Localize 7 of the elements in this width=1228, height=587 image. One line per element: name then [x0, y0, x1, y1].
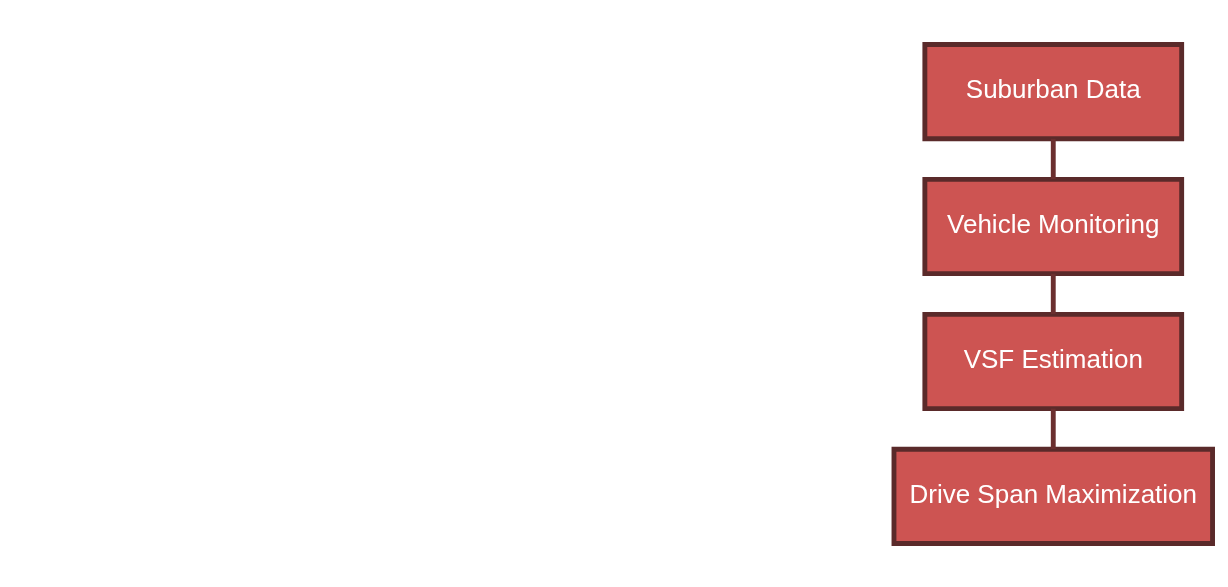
connector: [1050, 408, 1056, 449]
node-box: Suburban Data: [922, 41, 1185, 141]
node-box: Drive Span Maximization: [891, 446, 1215, 546]
node-box: Vehicle Monitoring: [922, 176, 1185, 276]
connector: [1050, 273, 1056, 314]
connector: [1050, 138, 1056, 179]
node-box: VSF Estimation: [922, 311, 1185, 411]
